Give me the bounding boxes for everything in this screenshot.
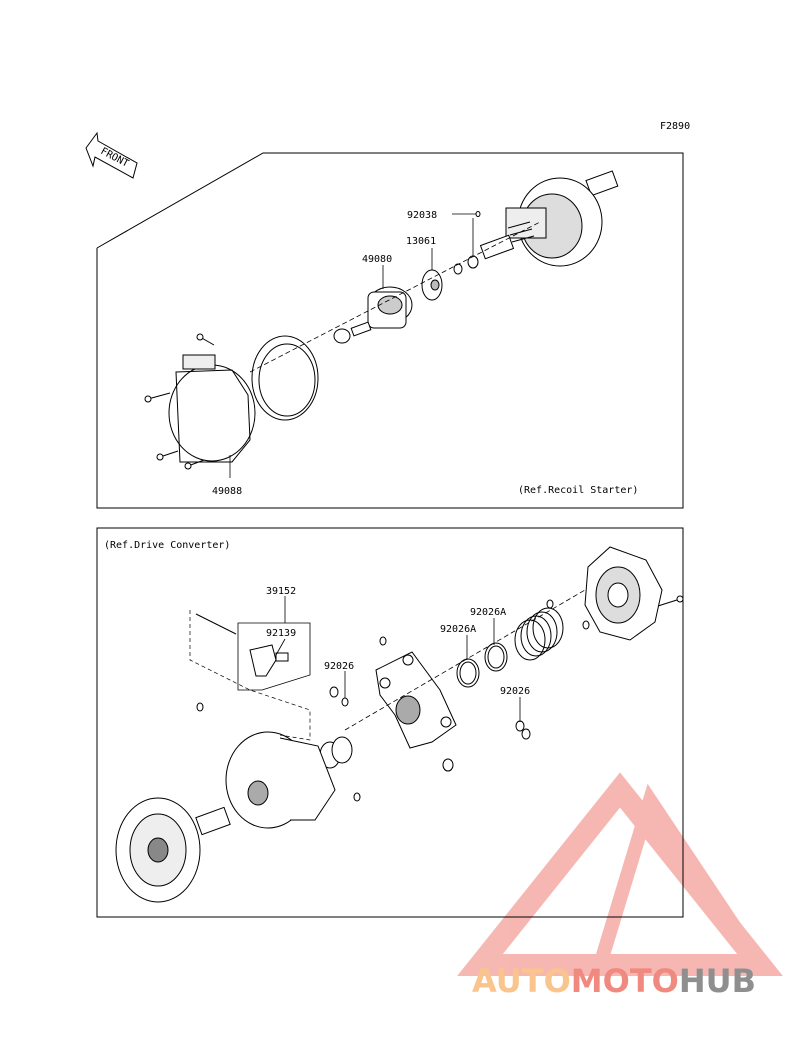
watermark-text-hub: HUB: [678, 962, 757, 1000]
watermark-text-auto: AUTO: [472, 962, 571, 1000]
watermark-text: AUTOMOTOHUB: [472, 962, 756, 1000]
part-label-49080: 49080: [362, 254, 392, 265]
spring-icon: [514, 607, 564, 661]
front-arrow-icon: FRONT: [85, 131, 138, 179]
part-label-92139: 92139: [266, 628, 296, 639]
fixed-sheave-icon: [115, 797, 231, 903]
small-washers-icon: [546, 599, 590, 630]
watermark-text-moto: MOTO: [570, 962, 679, 1000]
alignment-line: [249, 221, 541, 373]
part-label-92026A-lower: 92026A: [440, 624, 476, 635]
crankshaft-icon: [479, 170, 619, 267]
part-label-92026A-upper: 92026A: [470, 607, 506, 618]
pin-icon: [195, 613, 237, 635]
cup-49080-icon: [367, 286, 413, 329]
bolt-icon: [333, 321, 372, 344]
weight-kit-box: [237, 622, 311, 691]
weight-arm-92139-icon: [249, 644, 289, 677]
upper-ref-note: (Ref.Recoil Starter): [518, 485, 638, 496]
lower-alignment-line: [344, 589, 586, 731]
shim-92026A-icon: [456, 642, 508, 688]
spider-hub-icon: [584, 546, 684, 641]
cam-13061-icon: [421, 269, 443, 301]
gasket-icon: [251, 335, 319, 421]
weight-kit-outline: [189, 610, 311, 741]
small-nuts-icon: [196, 636, 531, 802]
spider-body-icon: [375, 651, 457, 749]
part-label-92026-right: 92026: [500, 686, 530, 697]
movable-sheave-icon: [225, 731, 336, 829]
part-label-49088: 49088: [212, 486, 242, 497]
lower-ref-note: (Ref.Drive Converter): [104, 540, 230, 551]
o-ring-icon: [453, 263, 463, 275]
bushing-icon: [319, 736, 353, 769]
figure-code: F2890: [660, 121, 690, 132]
upper-leaders: [229, 213, 476, 478]
washer-92038-icon: [467, 211, 481, 269]
part-label-92026-left: 92026: [324, 661, 354, 672]
part-label-39152: 39152: [266, 586, 296, 597]
starter-cover-49088-icon: [168, 354, 256, 463]
part-label-92038: 92038: [407, 210, 437, 221]
cover-bolts-icon: [144, 333, 215, 470]
lower-leaders: [275, 596, 521, 722]
part-label-13061: 13061: [406, 236, 436, 247]
watermark-logo-icon: [457, 772, 783, 976]
lower-panel: (Ref.Drive Converter) 39152 92139 92026A…: [96, 527, 684, 918]
upper-panel: 92038 13061 49080 49088 (Ref.Recoil Star…: [96, 152, 684, 509]
